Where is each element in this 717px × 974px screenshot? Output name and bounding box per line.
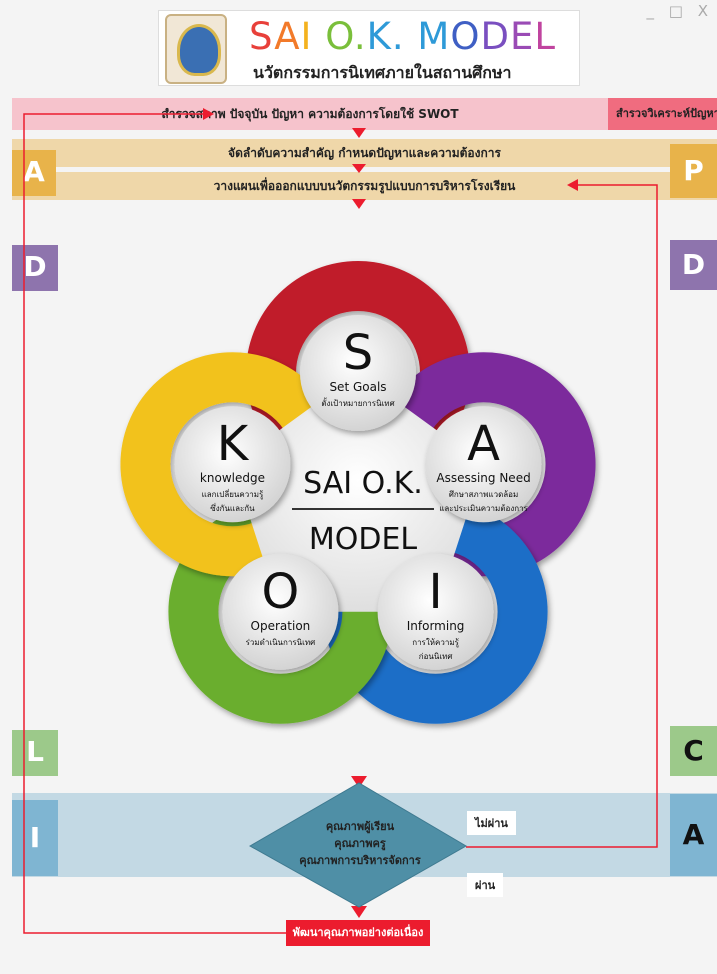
petal-letter-o: O [262,564,300,620]
petal-title-o: Operation [251,619,311,633]
fail-label: ไม่ผ่าน [467,811,516,835]
header-title-letter: M [417,15,451,58]
center-title-line2: MODEL [309,522,418,557]
decision-line-management: คุณภาพการบริหารจัดการ [299,854,421,867]
band-priority-text: จัดลำดับความสำคัญ กำหนดปัญหาและความต้องก… [228,146,501,160]
badge-left-d: D [12,245,58,291]
header-title-letter: O [450,15,481,58]
petal-title-a: Assessing Need [436,471,530,485]
feedback-loop-left [23,108,286,934]
band-plan-text: วางแผนเพื่อออกแบบบนวัตกรรมรูปแบบการบริหา… [213,179,516,193]
petal-title-k: knowledge [200,471,265,485]
header-title-letter: L [534,15,556,58]
petal-circle-k [174,406,291,523]
header-title-letter: K [366,15,392,58]
header-title-letter: D [480,15,510,58]
petal-desc-a: และประเมินความต้องการ [439,504,528,513]
petal-desc-s: ตั้งเป้าหมายการนิเทศ [321,397,394,408]
petal-desc-k: แลกเปลี่ยนความรู้ [202,488,264,500]
petal-circle-i [377,553,494,670]
header-card: SAI O.K. MODEL นวัตกรรมการนิเทศภายในสถาน… [158,10,580,86]
petal-circle-s [300,315,416,431]
header-title-letter: O [325,15,354,58]
petal-letter-i: I [429,564,443,620]
badge-left-i: I [12,800,58,876]
petal-circle-a [425,406,542,523]
badge-left-a: A [12,150,56,196]
header-title-letter: S [249,15,275,58]
school-emblem-icon [165,14,227,84]
band-survey-right: สำรวจวิเคราะห์ปัญหา [608,98,717,130]
decision-line-teacher: คุณภาพครู [334,837,386,850]
header-title-letter: I [300,15,313,58]
badge-left-l: L [12,730,58,776]
petal-title-i: Informing [407,619,465,633]
petal-desc-k: ซึ่งกันและกัน [210,502,255,513]
final-box: พัฒนาคุณภาพอย่างต่อเนื่อง [286,920,430,946]
badge-right-a: A [670,794,717,876]
down-arrows [351,128,367,918]
header-title: SAI O.K. MODEL [249,15,556,58]
band-priority: จัดลำดับความสำคัญ กำหนดปัญหาและความต้องก… [12,139,717,167]
petal-desc-i: ก่อนนิเทศ [419,652,453,661]
pass-label: ผ่าน [467,873,504,897]
window-controls[interactable]: _ □ X [646,2,713,20]
header-title-letter: . [353,15,367,58]
badge-right-d: D [670,240,717,290]
header-title-letter: A [274,15,301,58]
center-title-line1: SAI O.K. [303,466,423,501]
feedback-loop-right [466,179,658,848]
petal-letter-k: K [217,416,250,472]
decision-diamond [248,782,467,908]
badge-right-p: P [670,144,717,198]
decision-line-student: คุณภาพผู้เรียน [325,820,395,833]
band-survey-text: สำรวจสภาพ ปัจจุบัน ปัญหา ความต้องการโดยใ… [161,107,459,121]
petal-desc-a: ศึกษาสภาพแวดล้อม [449,490,518,499]
petal-desc-o: ร่วมดำเนินการนิเทศ [246,638,316,647]
decision-label: คุณภาพผู้เรียน คุณภาพครู คุณภาพการบริหาร… [280,818,440,869]
petal-letter-s: S [343,325,373,381]
band-survey-right-text: สำรวจวิเคราะห์ปัญหา [616,107,717,120]
petal-circle-o [222,553,339,670]
header-title-letter: . [391,15,405,58]
header-subtitle: นวัตกรรมการนิเทศภายในสถานศึกษา [253,63,512,82]
petal-desc-i: การให้ความรู้ [412,638,459,648]
band-plan: วางแผนเพื่อออกแบบบนวัตกรรมรูปแบบการบริหา… [12,172,717,200]
header-title-letter: E [509,15,535,58]
petal-title-s: Set Goals [329,380,386,394]
petal-letter-a: A [467,416,500,472]
badge-right-c: C [670,726,717,776]
center-pentagon [232,373,484,612]
